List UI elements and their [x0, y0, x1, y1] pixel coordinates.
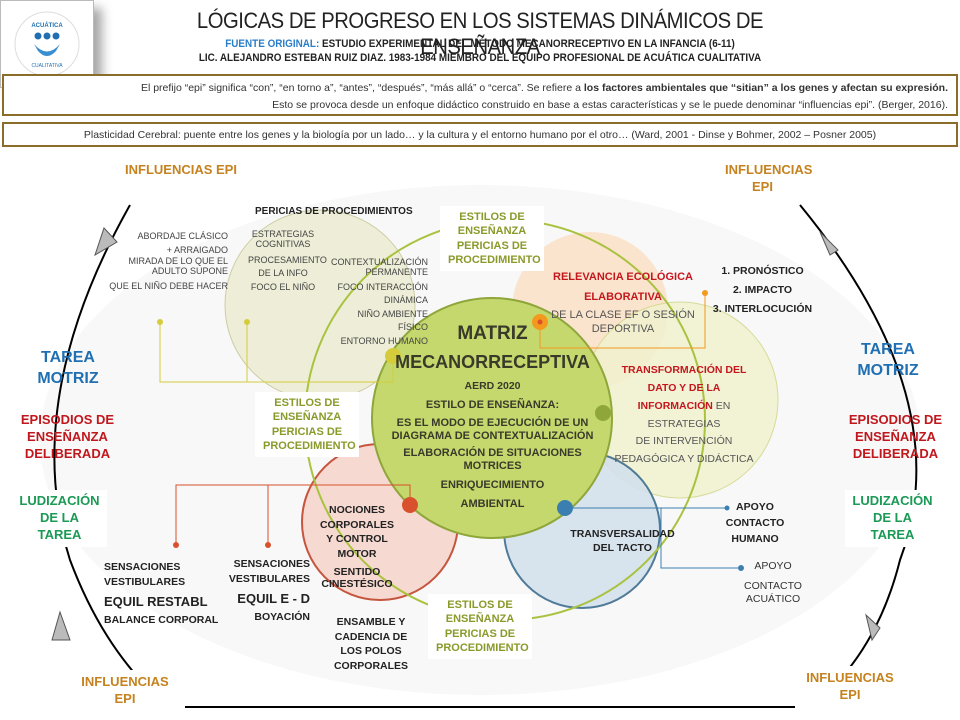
- balance-corporal: BALANCE CORPORAL: [104, 614, 219, 627]
- matriz-amb: AMBIENTAL: [460, 497, 525, 510]
- blue-dot: [557, 500, 573, 516]
- arrow-up-icon: [51, 610, 71, 641]
- yellow-dot: [385, 348, 401, 364]
- pericias-item: ESTRATEGIAS COGNITIVAS: [251, 229, 315, 249]
- sens-label: SENSACIONES VESTIBULARES: [228, 558, 310, 585]
- logo: ACUÁTICA CUALITATIVA: [0, 0, 94, 88]
- arrow-down-icon: [819, 231, 839, 256]
- transf-rest: PEDAGÓGICA Y DIDÁCTICA: [614, 453, 754, 466]
- relevancia-l3: DE LA CLASE EF O SESIÓN DEPORTIVA: [551, 308, 695, 335]
- epi-definition-box: El prefijo “epi” significa “con”, “en to…: [2, 74, 958, 116]
- olive-dot: [595, 405, 611, 421]
- svg-text:CUALITATIVA: CUALITATIVA: [31, 63, 63, 69]
- sensaciones-1: SENSACIONES VESTIBULARES EQUIL RESTABL B…: [104, 560, 224, 626]
- nociones-text: NOCIONES CORPORALES Y CONTROL MOTOR SENTI…: [318, 503, 396, 591]
- apoyo-humano: APOYO CONTACTO HUMANO: [725, 501, 785, 545]
- pasos-list: 1. PRONÓSTICO 2. IMPACTO 3. INTERLOCUCIÓN: [710, 262, 815, 319]
- ludizacion-right: LUDIZACIÓN DE LA TAREA: [845, 490, 940, 547]
- matriz-text: MATRIZ MECANORRECEPTIVA AERD 2020 ESTILO…: [380, 322, 605, 511]
- apoyo-acuatico: APOYO CONTACTO ACUÁTICO: [738, 560, 808, 607]
- author-line: LIC. ALEJANDRO ESTEBAN RUIZ DIAZ. 1983-1…: [198, 52, 762, 64]
- episodios-left: EPISODIOS DE ENSEÑANZA DELIBERADA: [20, 412, 115, 461]
- tarea-motriz-left: TAREA MOTRIZ: [37, 349, 99, 387]
- tacto-title: TRANSVERSALIDAD DEL TACTO: [570, 528, 675, 554]
- episodios-right: EPISODIOS DE ENSEÑANZA DELIBERADA: [848, 412, 943, 461]
- epi-text-bold: los factores ambientales que “sitian” a …: [583, 82, 948, 94]
- pericias-item: PROCESAMIENTO: [248, 254, 327, 265]
- influencias-epi-bottom-left: INFLUENCIAS EPI: [65, 670, 185, 712]
- source-label: FUENTE ORIGINAL:: [225, 38, 320, 50]
- pericias-col2: ESTRATEGIAS COGNITIVAS PROCESAMIENTO DE LA…: [248, 229, 327, 294]
- pericias-item: ENTORNO HUMANO: [340, 335, 428, 346]
- boyacion: BOYACIÓN: [254, 611, 310, 624]
- transf-rest: EN: [712, 399, 731, 412]
- influencias-epi-top-left: INFLUENCIAS EPI: [115, 158, 247, 183]
- transformacion-text: TRANSFORMACIÓN DEL DATO Y DE LA INFORMAC…: [614, 362, 753, 469]
- pericias-item: MIRADA DE LO QUE EL ADULTO SUPONE: [128, 256, 228, 276]
- ludizacion-left: LUDIZACIÓN DE LA TAREA: [12, 490, 107, 547]
- page-title: LÓGICAS DE PROGRESO EN LOS SISTEMAS DINÁ…: [196, 8, 764, 59]
- apoyo-label: APOYO: [754, 560, 792, 572]
- paso-item: 2. IMPACTO: [732, 283, 793, 296]
- contacto-acuatico-label: CONTACTO ACUÁTICO: [744, 579, 802, 606]
- source-text: ESTUDIO EXPERIMENTAL DEL MÉTODO MECANORR…: [322, 38, 735, 50]
- matriz-enr: ENRIQUECIMIENTO: [440, 478, 545, 491]
- connector-line: [539, 293, 706, 349]
- pericias-item: CONTEXTUALIZACIÓN PERMANENTE: [330, 257, 428, 277]
- estilos-label-middle: ESTILOS DE ENSEÑANZA PERICIAS DE PROCEDI…: [255, 392, 359, 458]
- estilos-label-bottom: ESTILOS DE ENSEÑANZA PERICIAS DE PROCEDI…: [428, 594, 532, 660]
- matriz-elab: ELABORACIÓN DE SITUACIONES MOTRICES: [403, 447, 582, 472]
- arrow-up-icon: [94, 227, 118, 257]
- nociones-l2: SENTIDO CINESTÉSICO: [321, 565, 393, 591]
- influencias-epi-bottom-right: INFLUENCIAS EPI: [795, 666, 905, 708]
- pericias-item: FOCO INTERACCIÓN: [337, 281, 428, 292]
- transf-red: TRANSFORMACIÓN DEL DATO Y DE LA INFORMAC…: [621, 364, 747, 412]
- matriz-subtitle: MECANORRECEPTIVA: [395, 351, 590, 372]
- red-dot: [402, 497, 418, 513]
- logo-icon: ACUÁTICA CUALITATIVA: [14, 11, 80, 77]
- pericias-item: ABORDAJE CLÁSICO: [137, 231, 228, 241]
- epi-text: El prefijo “epi” significa “con”, “en to…: [140, 82, 584, 94]
- epi-text-2: Esto se provoca desde un enfoque didácti…: [272, 98, 948, 111]
- matriz-circle: [371, 297, 613, 539]
- pericias-item: DE LA INFO: [258, 268, 308, 279]
- influencias-epi-top-right: INFLUENCIAS EPI: [715, 158, 812, 200]
- pericias-title: PERICIAS DE PROCEDIMIENTOS: [255, 206, 413, 217]
- plasticidad-box: Plasticidad Cerebral: puente entre los g…: [2, 122, 958, 147]
- matriz-modo: ES EL MODO DE EJECUCIÓN DE UN DIAGRAMA D…: [391, 417, 594, 442]
- pericias-item: + ARRAIGADO: [166, 244, 228, 255]
- connector-line: [159, 322, 394, 383]
- tarea-motriz-right: TAREA MOTRIZ: [857, 341, 919, 379]
- equil-restabl: EQUIL RESTABL: [104, 594, 208, 610]
- paso-item: 3. INTERLOCUCIÓN: [712, 302, 813, 315]
- relevancia-l1: RELEVANCIA ECOLÓGICA: [553, 271, 693, 283]
- svg-text:ACUÁTICA: ACUÁTICA: [31, 22, 63, 29]
- connector-line: [175, 484, 411, 545]
- relevancia-text: RELEVANCIA ECOLÓGICA ELABORATIVA DE LA C…: [548, 268, 698, 336]
- transf-rest: DE INTERVENCIÓN: [635, 435, 733, 448]
- nociones-l1: NOCIONES CORPORALES Y CONTROL MOTOR: [319, 504, 395, 561]
- matriz-year: AERD 2020: [464, 380, 521, 393]
- pericias-item: DINÁMICA: [383, 295, 428, 306]
- arrow-down-icon: [865, 613, 881, 642]
- equil-ed: EQUIL E - D: [237, 591, 310, 607]
- matriz-estilo: ESTILO DE ENSEÑANZA:: [425, 398, 560, 411]
- transf-rest: ESTRATEGIAS: [647, 417, 721, 430]
- pericias-col3: CONTEXTUALIZACIÓN PERMANENTE FOCO INTERAC…: [330, 257, 428, 348]
- sensaciones-2: SENSACIONES VESTIBULARES EQUIL E - D BOY…: [222, 557, 310, 623]
- pericias-item: NIÑO AMBIENTE FÍSICO: [357, 308, 428, 333]
- paso-item: 1. PRONÓSTICO: [721, 265, 804, 277]
- ensamble-text: ENSAMBLE Y CADENCIA DE LOS POLOS CORPORA…: [333, 616, 409, 673]
- matriz-title: MATRIZ: [457, 323, 528, 344]
- pericias-item: QUE EL NIÑO DEBE HACER: [109, 280, 228, 291]
- estilos-label-top: ESTILOS DE ENSEÑANZA PERICIAS DE PROCEDI…: [440, 206, 544, 272]
- relevancia-l2: ELABORATIVA: [584, 290, 662, 303]
- pericias-item: FOCO EL NIÑO: [250, 281, 316, 292]
- sens-label: SENSACIONES VESTIBULARES: [104, 561, 186, 588]
